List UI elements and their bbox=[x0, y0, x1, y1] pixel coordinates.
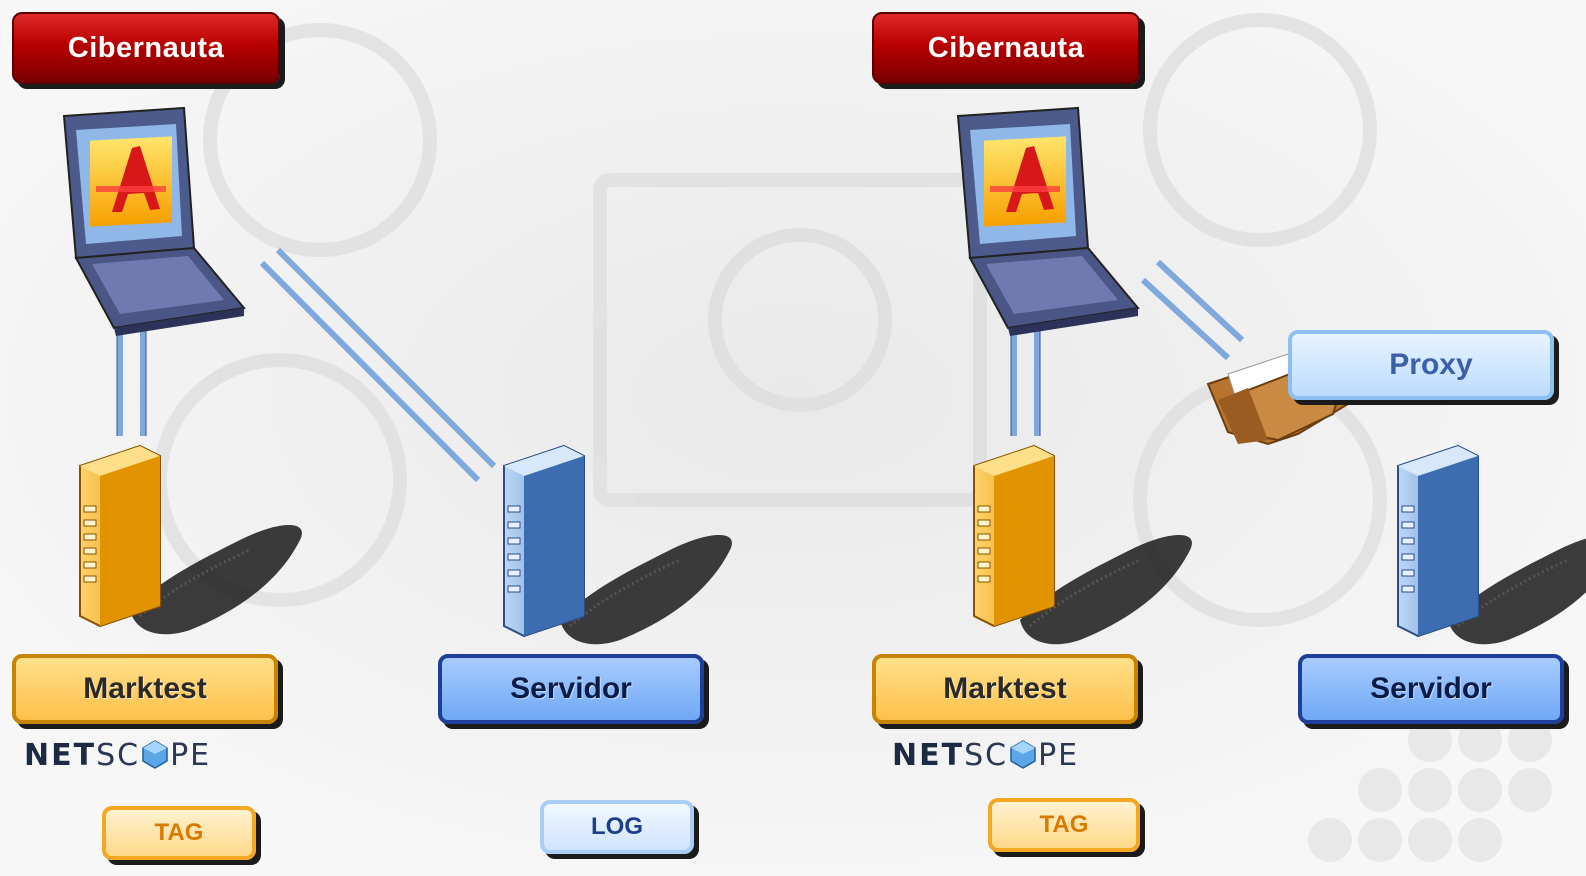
tag-box: TAG bbox=[988, 798, 1140, 852]
netscope-logo-bold: NET bbox=[24, 738, 97, 773]
web-server-box: Servidor bbox=[438, 654, 704, 724]
measurement-server-label: Marktest bbox=[83, 672, 207, 705]
client-label-box: Cibernauta bbox=[12, 12, 280, 84]
web-server-label: Servidor bbox=[510, 672, 632, 705]
tag-label: TAG bbox=[154, 819, 204, 846]
tag-label: TAG bbox=[1039, 811, 1089, 838]
netscope-logo: NETSC PE bbox=[24, 738, 211, 773]
server-icon bbox=[79, 445, 161, 627]
netscope-logo-tail: PE bbox=[1038, 738, 1080, 773]
netscope-cube-icon bbox=[1010, 740, 1036, 769]
proxy-label: Proxy bbox=[1389, 348, 1473, 381]
link-left-client-server-b bbox=[275, 247, 497, 469]
measurement-server-box: Marktest bbox=[872, 654, 1138, 724]
client-label: Cibernauta bbox=[67, 31, 225, 64]
link-right-client-proxy-a bbox=[1140, 277, 1231, 361]
link-left-client-server-a bbox=[259, 260, 481, 483]
client-label: Cibernauta bbox=[927, 31, 1085, 64]
log-label: LOG bbox=[591, 813, 643, 840]
netscope-logo-tail: PE bbox=[170, 738, 212, 773]
measurement-server-box: Marktest bbox=[12, 654, 278, 724]
tag-box: TAG bbox=[102, 806, 256, 860]
laptop-icon bbox=[63, 107, 245, 337]
server-icon bbox=[503, 445, 585, 637]
server-icon bbox=[1397, 445, 1479, 637]
log-box: LOG bbox=[540, 800, 694, 854]
link-right-client-proxy-b bbox=[1155, 259, 1245, 343]
netscope-logo: NETSC PE bbox=[892, 738, 1079, 773]
proxy-box: Proxy bbox=[1288, 330, 1554, 400]
netscope-cube-icon bbox=[142, 740, 168, 769]
netscope-logo-mid: SC bbox=[96, 738, 141, 773]
measurement-server-label: Marktest bbox=[943, 672, 1067, 705]
netscope-logo-mid: SC bbox=[964, 738, 1009, 773]
server-icon bbox=[973, 445, 1055, 627]
web-server-box: Servidor bbox=[1298, 654, 1564, 724]
client-label-box: Cibernauta bbox=[872, 12, 1140, 84]
netscope-logo-bold: NET bbox=[892, 738, 965, 773]
web-server-label: Servidor bbox=[1370, 672, 1492, 705]
laptop-icon bbox=[957, 107, 1139, 337]
shadow-decoration bbox=[558, 533, 734, 646]
